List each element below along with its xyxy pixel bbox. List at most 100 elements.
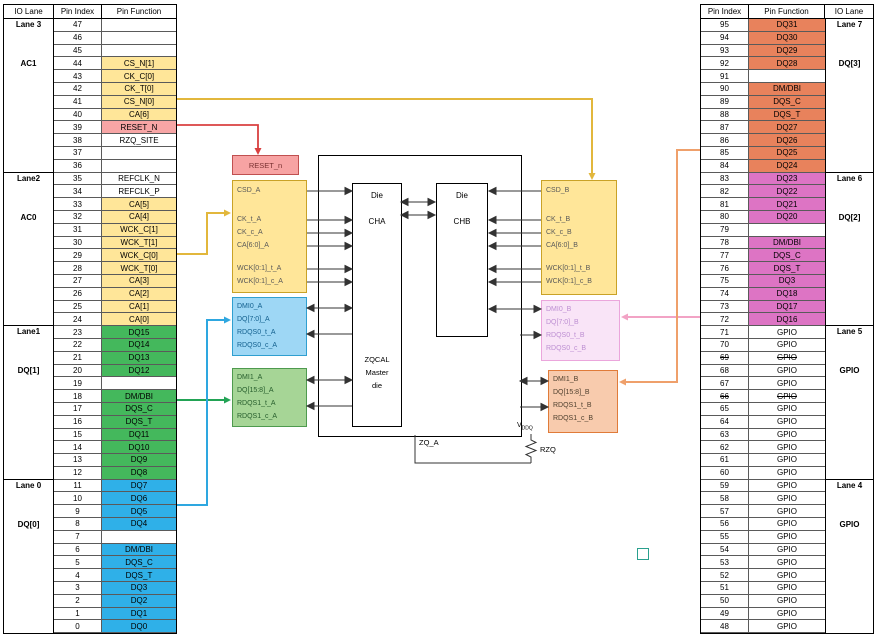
pin-index: 51 [701,582,749,595]
die-channel-label: CHA [368,217,386,226]
pin-function: GPIO [749,454,825,467]
signal-label: RDQS1_c_A [237,413,278,420]
pin-index: 93 [701,44,749,58]
signal-label: CK_t_B [546,216,571,223]
pin-index: 87 [701,121,749,135]
pin-index: 8 [54,518,102,531]
pin-index: 14 [54,441,102,455]
pin-function: GPIO [749,377,825,391]
signal-label: RDQS1_t_B [553,402,592,409]
pin-function: CK_C[0] [102,70,176,83]
pin-index: 91 [701,70,749,83]
pin-index: 92 [701,57,749,71]
pin-index: 3 [54,582,102,595]
pin-index: 59 [701,479,749,493]
pin-function [102,377,176,391]
pin-row-37: 37 [54,146,176,160]
column-header-index: Pin Index [54,5,102,18]
pin-function: GPIO [749,569,825,583]
pin-function: DQ13 [102,351,176,365]
pin-function: DQ26 [749,134,825,147]
signal-label: RDQS1_t_A [237,400,276,407]
die-label: Die [370,191,383,200]
pin-function: DQ6 [102,492,176,506]
pin-function: DQ10 [102,441,176,455]
pin-index: 11 [54,479,102,493]
pin-index: 17 [54,402,102,416]
pin-function: WCK_C[0] [102,249,176,263]
pin-function: DQ20 [749,210,825,224]
pin-index: 89 [701,95,749,109]
pin-function: DQ23 [749,172,825,186]
pin-function: DQ0 [102,620,176,634]
pin-function: GPIO [749,608,825,621]
pin-index: 32 [54,210,102,224]
pin-function: GPIO [749,518,825,531]
pin-function: DQ24 [749,159,825,173]
pin-function: DQS_T [749,108,825,122]
pin-index: 81 [701,198,749,211]
pin-index: 46 [54,31,102,45]
pin-function: DQ31 [749,19,825,32]
pin-function: RZQ_SITE [102,134,176,147]
signal-label: DMI1_A [237,374,263,381]
pin-index: 48 [701,620,749,634]
signal-label: CA[6:0]_B [546,242,578,249]
pin-index: 82 [701,185,749,199]
pin-function: GPIO [749,467,825,480]
die-chb: Die CHB [436,183,488,337]
pin-function: DQ21 [749,198,825,211]
pin-function [749,70,825,83]
pin-function: REFCLK_P [102,185,176,199]
column-header-fn: Pin Function [749,5,825,18]
pin-function: GPIO [749,403,825,416]
pin-function: DQS_C [749,249,825,263]
io-lane-label: DQ[2] [838,212,861,222]
signal-label: CK_c_B [546,229,572,236]
pin-index: 1 [54,607,102,621]
pin-index: 53 [701,556,749,570]
pin-index: 62 [701,441,749,455]
signal-label: RDQS1_c_B [553,415,594,422]
pin-index: 43 [54,70,102,83]
connector-green [177,396,231,404]
pin-index: 33 [54,198,102,211]
pin-index: 61 [701,454,749,467]
pin-index: 45 [54,44,102,58]
pin-function: DQS_T [102,569,176,583]
pin-function: GPIO [749,365,825,378]
pin-function [102,32,176,45]
pin-index: 84 [701,159,749,173]
pin-index: 74 [701,287,749,301]
die-cha: Die CHA ZQCAL Master die [352,183,402,427]
pin-function: DQ27 [749,121,825,135]
pin-index: 12 [54,466,102,480]
